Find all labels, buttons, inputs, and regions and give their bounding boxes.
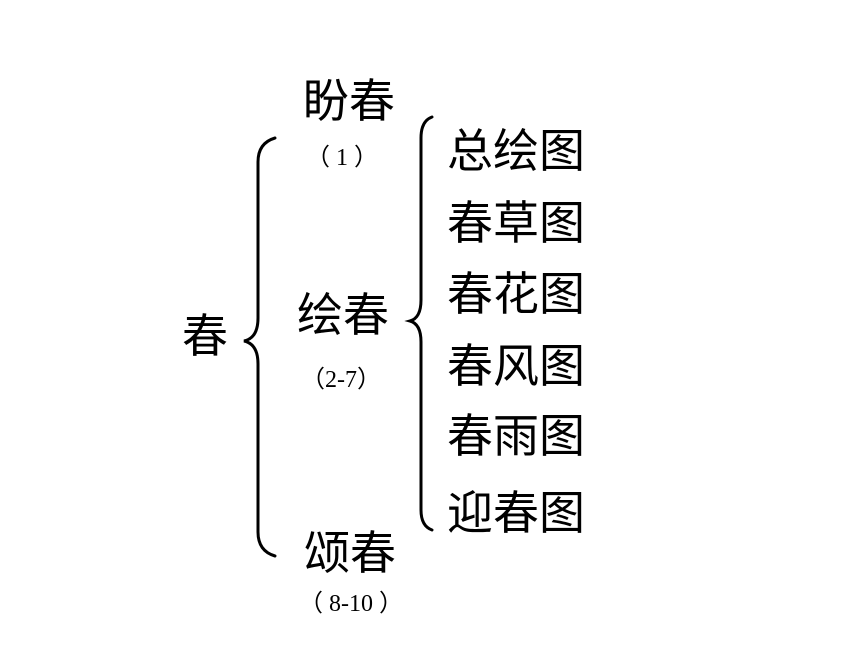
left-brace [243, 136, 277, 558]
right-brace [404, 115, 434, 532]
leaf-item: 春风图 [447, 339, 585, 393]
branch-pages-hui-chun: （2-7） [301, 367, 381, 393]
leaf-item: 春雨图 [447, 409, 585, 463]
leaf-item: 总绘图 [447, 124, 585, 178]
leaf-item: 迎春图 [447, 486, 585, 540]
leaf-item: 春花图 [447, 267, 585, 321]
branch-pages-pan-chun: （ 1 ） [306, 145, 378, 171]
branch-title-song-chun: 颂春 [304, 526, 396, 580]
root-label: 春 [182, 309, 228, 363]
branch-title-pan-chun: 盼春 [303, 74, 395, 128]
branch-title-hui-chun: 绘春 [297, 288, 389, 342]
leaf-item: 春草图 [447, 196, 585, 250]
branch-pages-song-chun: （ 8-10 ） [299, 591, 403, 617]
